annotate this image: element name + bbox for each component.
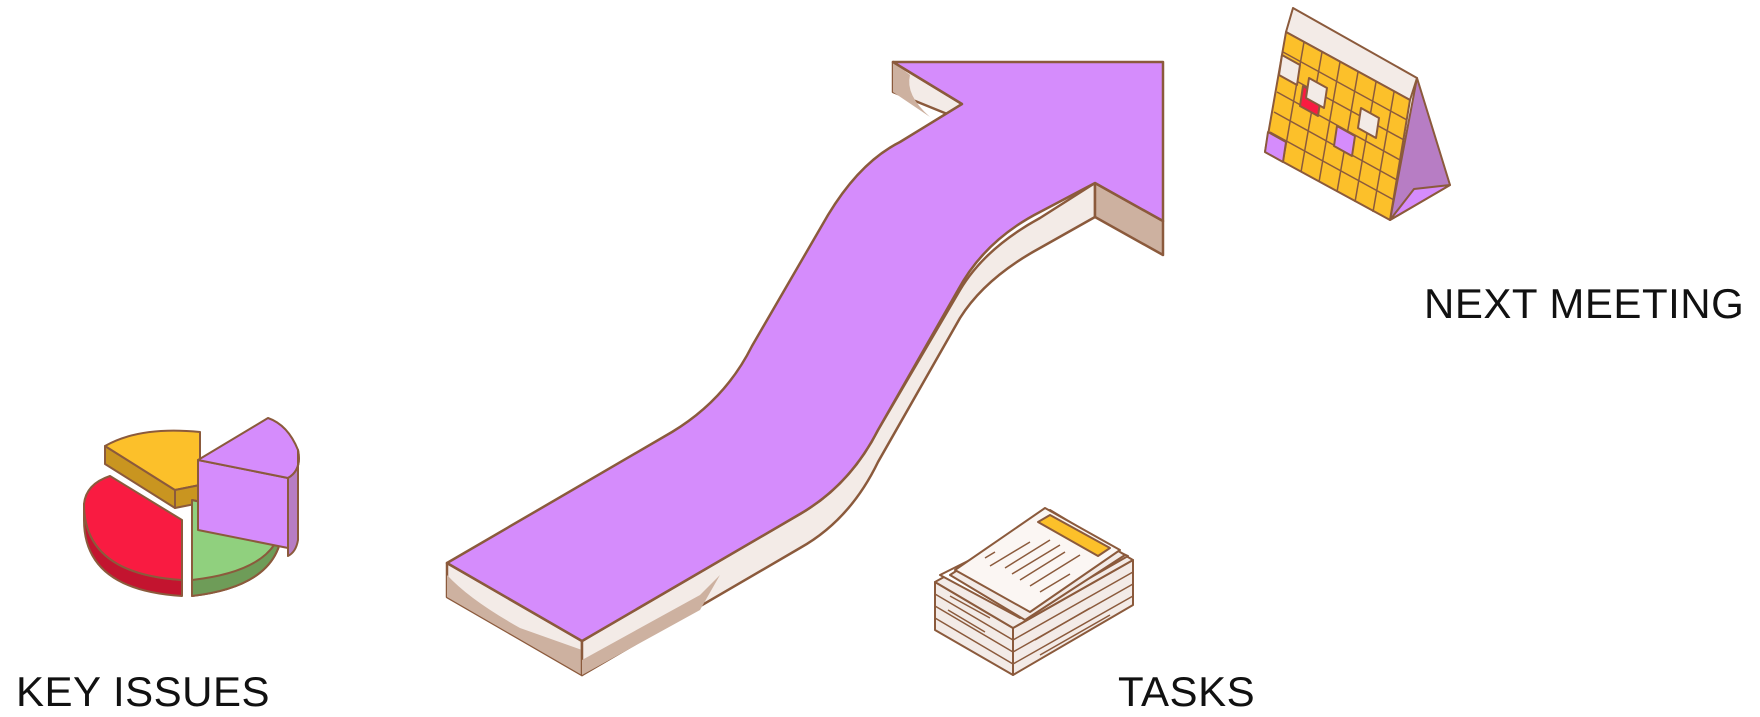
key-issues-label: KEY ISSUES xyxy=(16,668,270,716)
calendar-icon xyxy=(1265,8,1450,220)
next-meeting-label: NEXT MEETING xyxy=(1424,280,1744,328)
pie-chart-icon xyxy=(84,418,299,596)
tasks-label: TASKS xyxy=(1118,668,1255,716)
document-stack-icon xyxy=(935,508,1133,675)
